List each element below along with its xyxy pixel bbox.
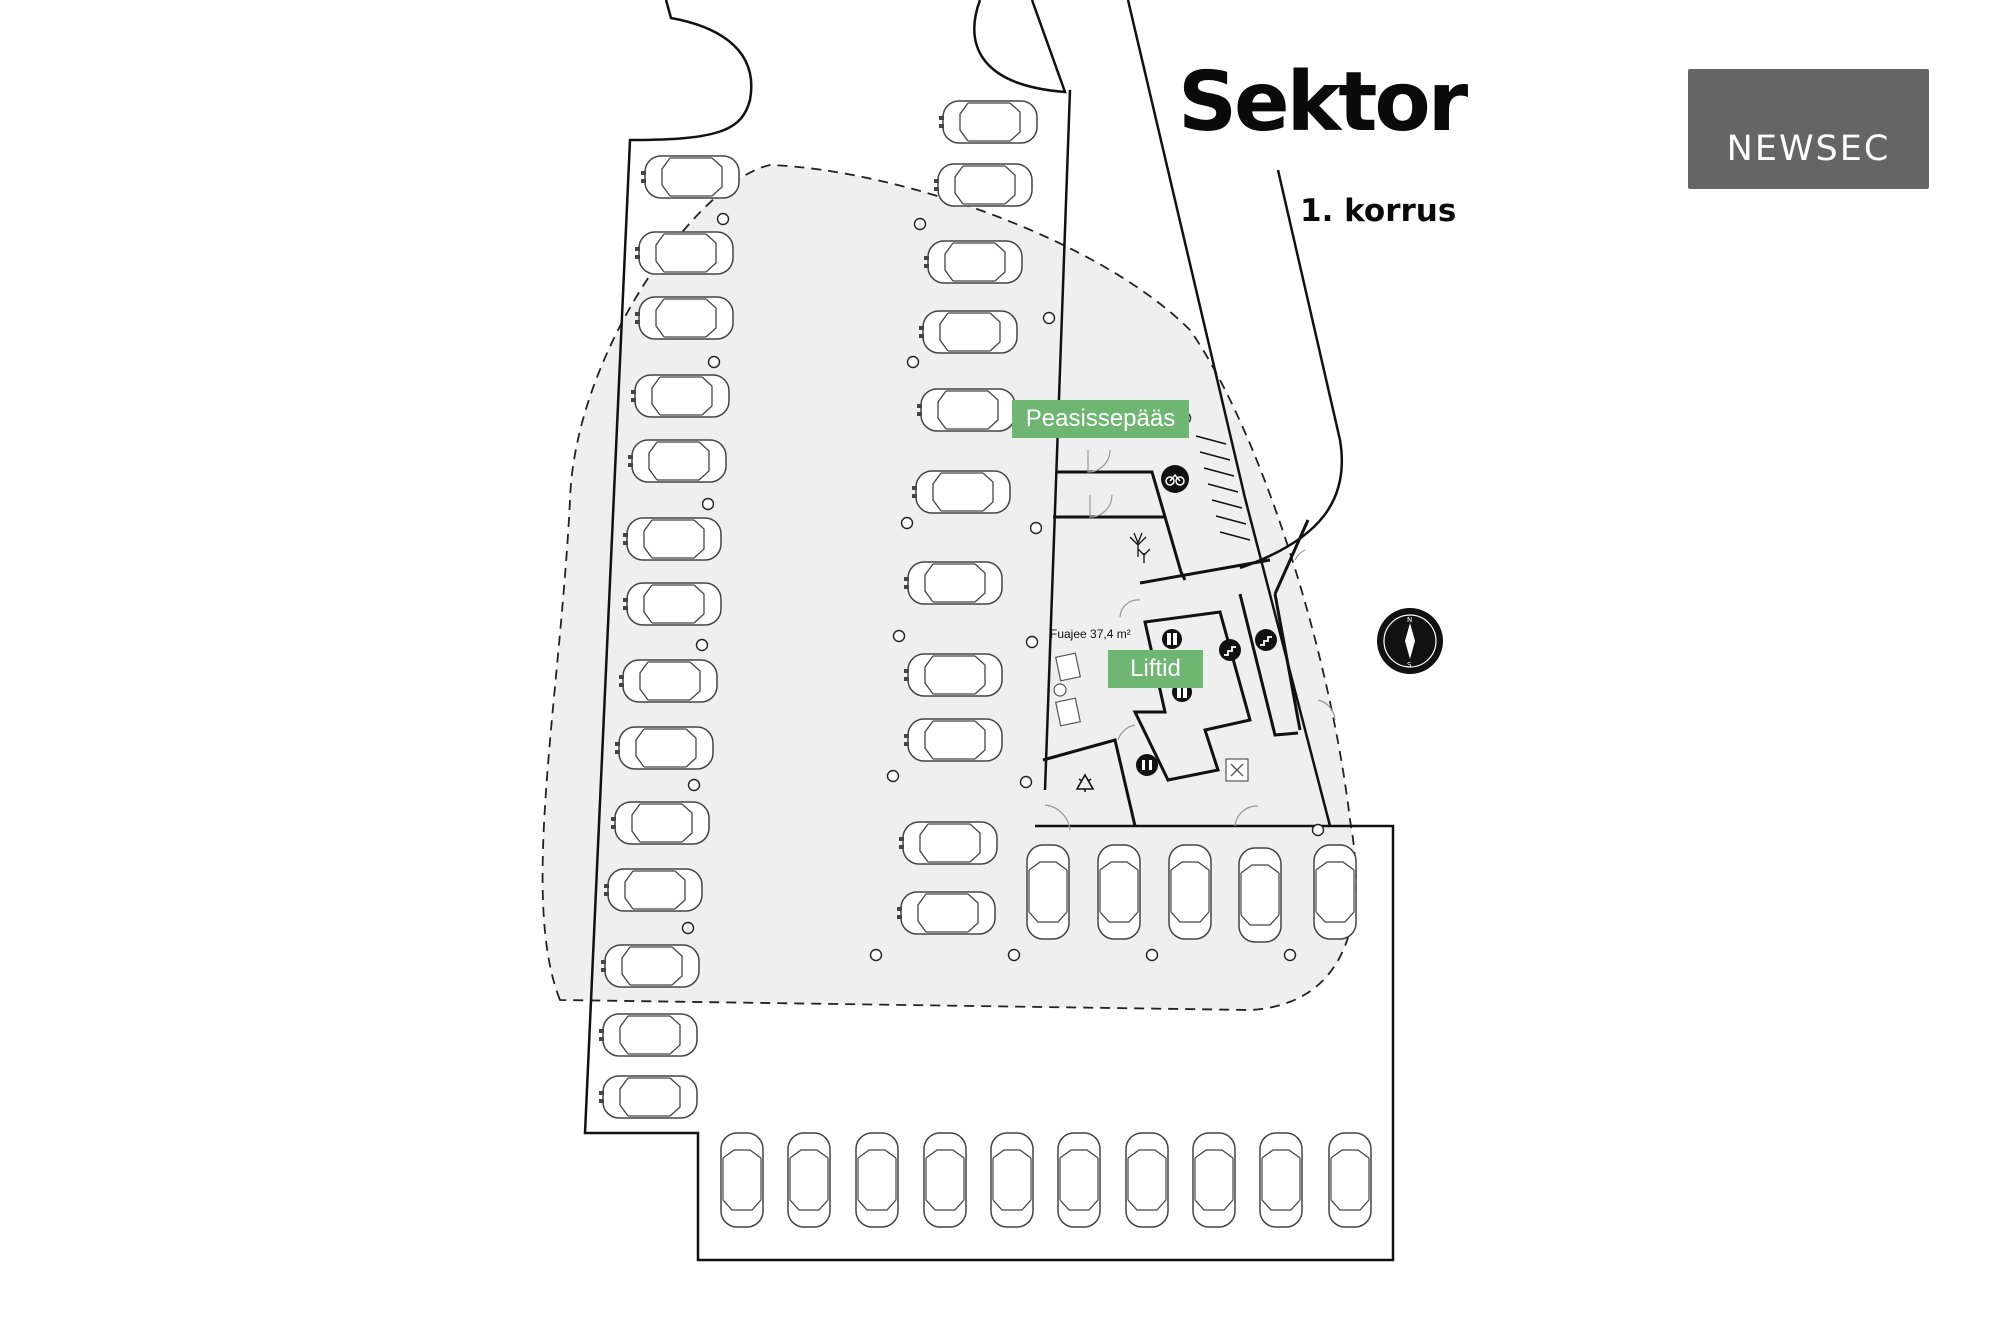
road-edge bbox=[1239, 169, 1344, 570]
road-edge bbox=[1126, 0, 1247, 499]
interior-walls bbox=[1042, 470, 1310, 827]
stairs-icon bbox=[1219, 639, 1241, 661]
compass-south: S bbox=[1407, 661, 1412, 669]
door-arcs bbox=[1044, 449, 1336, 831]
elevator-icon bbox=[1162, 629, 1182, 649]
wall bbox=[1043, 89, 1072, 791]
stairs-icon bbox=[1255, 629, 1277, 651]
building-title: Sektor bbox=[1178, 55, 1468, 150]
recycle-icon bbox=[1075, 773, 1095, 792]
plant-icon bbox=[1129, 532, 1151, 563]
lifts-label: Liftid bbox=[1108, 650, 1203, 688]
fan-icon bbox=[1225, 758, 1249, 782]
main-entrance-label: Peasissepääs bbox=[1012, 400, 1189, 438]
floor-label: 1. korrus bbox=[1300, 193, 1457, 229]
lobby-furniture bbox=[1053, 652, 1081, 727]
newsec-logo[interactable]: NEWSEC bbox=[1688, 69, 1929, 189]
bicycle-icon bbox=[1161, 465, 1189, 493]
parking-bottom-row bbox=[720, 1132, 1372, 1228]
compass-north: N bbox=[1407, 616, 1412, 624]
bike-racks bbox=[1195, 435, 1251, 541]
compass-icon: N S bbox=[1377, 608, 1443, 674]
site-boundary bbox=[583, 0, 1395, 1262]
lobby-area-label: Fuajee 37,4 m² bbox=[1050, 627, 1131, 641]
restroom-icon bbox=[1136, 754, 1158, 776]
